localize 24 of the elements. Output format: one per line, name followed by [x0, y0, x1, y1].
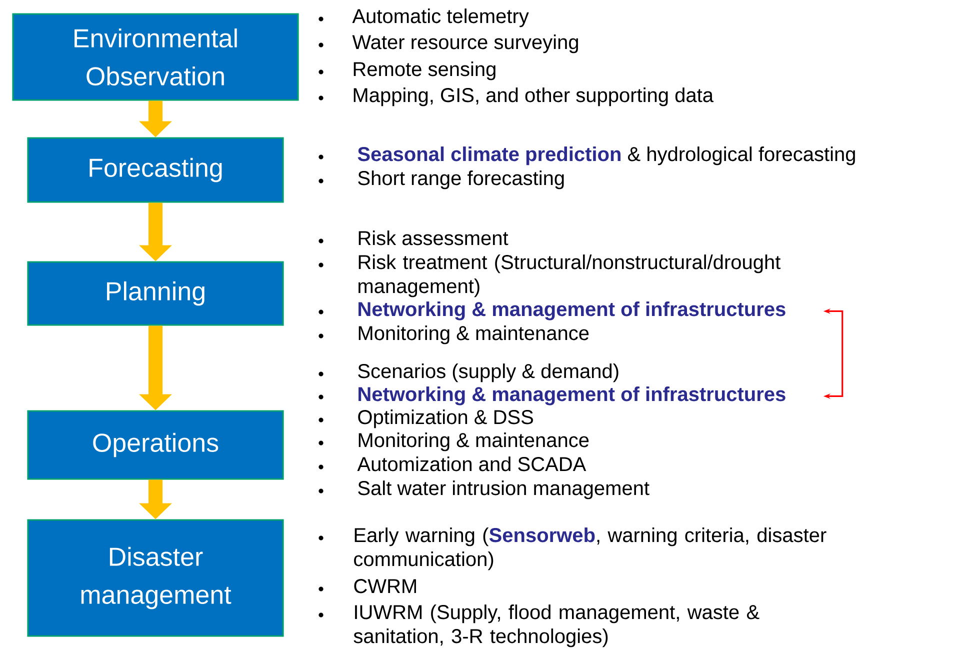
process-box: Environmental Observation [12, 13, 299, 101]
list-item: Mapping, GIS, and other supporting data [354, 88, 714, 106]
list-item: Automatic telemetry [352, 8, 529, 28]
list-item: Scenarios (supply & demand) [358, 364, 618, 382]
list-item: Salt water intrusion management [358, 480, 650, 500]
highlighted-item: Networking & management of infrastructures [358, 302, 786, 320]
list-item: Water resource surveying [352, 34, 578, 54]
process-box: Planning [27, 261, 284, 326]
list-item: Monitoring & maintenance [358, 326, 589, 344]
process-box: Forecasting [27, 137, 284, 203]
list-item: Risk assessment [358, 230, 508, 246]
list-item: Automization and SCADA [357, 456, 586, 472]
process-box: Operations [27, 410, 284, 480]
list-item: Monitoring & maintenance [358, 432, 589, 452]
list-item: IUWRM (Supply, flood management, waste & sanitation, 3-R technologies) [354, 604, 760, 648]
list-item: Early warning (Sensorweb, warning criteria, disaster communication) [354, 528, 826, 570]
list-item: CWRM [354, 579, 416, 594]
list-item: Risk treatment (Structural/nonstructural/drought management) [358, 254, 781, 298]
highlighted-item: Networking & management of infrastructures [358, 386, 786, 406]
process-box: Disaster management [27, 519, 284, 637]
list-item: Remote sensing [354, 62, 496, 80]
list-item: Short range forecasting [358, 170, 564, 190]
list-item: Seasonal climate prediction & hydrological forecasting [358, 146, 855, 166]
list-item: Optimization & DSS [358, 410, 533, 428]
